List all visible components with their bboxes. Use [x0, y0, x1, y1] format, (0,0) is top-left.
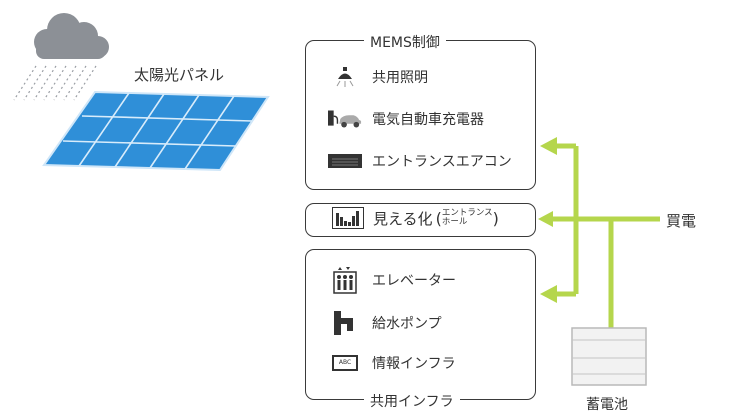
infra-title: 共用インフラ	[364, 391, 460, 411]
infra-item-water-pump: 給水ポンプ	[328, 311, 442, 335]
solar-panel	[42, 90, 270, 172]
infra-item-info: ABC 情報インフラ	[328, 352, 456, 374]
solar-panel-label: 太陽光パネル	[134, 66, 225, 84]
mems-item-label: 電気自動車充電器	[372, 112, 484, 128]
flow-arrowheads	[538, 137, 557, 303]
display-text: ABC	[332, 355, 358, 371]
infra-item-label: 情報インフラ	[372, 356, 456, 372]
arrow-to-visualize	[538, 211, 553, 227]
sub-line-2: ホール	[441, 217, 468, 227]
sub-line-1: エントランス	[441, 208, 493, 218]
visualization-box	[305, 203, 536, 237]
mems-item-label: エントランスエアコン	[372, 154, 512, 170]
air-conditioner-icon	[328, 150, 362, 172]
elevator-icon	[328, 267, 362, 294]
faucet-icon	[328, 311, 362, 335]
mems-item-aircon: エントランスエアコン	[328, 150, 512, 172]
arrow-to-mems	[540, 137, 557, 155]
mems-item-lighting: 共用照明	[328, 66, 428, 88]
mems-item-ev-charger: 電気自動車充電器	[328, 108, 484, 130]
visualization-label: 見える化	[373, 209, 433, 228]
cloud-rain-icon	[13, 13, 109, 101]
paren-close: )	[492, 208, 499, 228]
visualization-sub-label: エントランス ホール	[442, 209, 493, 227]
infra-item-label: 給水ポンプ	[372, 316, 442, 332]
visualization-item: 見える化 ( エントランス ホール )	[331, 207, 499, 229]
ceiling-lamp-icon	[328, 66, 362, 88]
mems-title: MEMS制御	[364, 32, 446, 52]
bar-graph-icon	[331, 207, 365, 229]
power-flow-lines	[547, 143, 660, 328]
infra-item-elevator: エレベーター	[328, 267, 456, 294]
grid-power-label: 買電	[666, 212, 697, 230]
battery-label: 蓄電池	[586, 397, 628, 413]
arrow-to-infra	[540, 285, 557, 303]
paren-open: (	[435, 208, 442, 228]
mems-item-label: 共用照明	[372, 70, 428, 86]
battery-unit	[571, 327, 647, 386]
infra-item-label: エレベーター	[372, 273, 456, 289]
ev-charger-icon	[328, 108, 362, 130]
info-display-icon: ABC	[328, 352, 362, 374]
shared-infra-box	[305, 249, 536, 400]
